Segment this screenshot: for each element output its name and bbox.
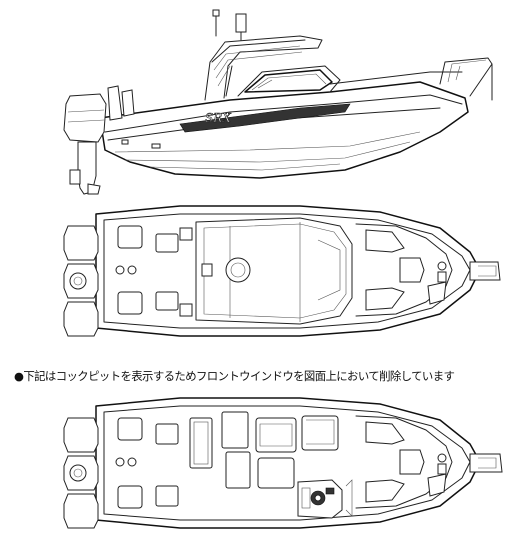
cockpit-interior bbox=[189, 411, 353, 519]
top-view-with-windshield bbox=[63, 205, 501, 337]
outboard-engines-plan-1 bbox=[63, 225, 99, 337]
side-profile-view: SRX bbox=[63, 9, 493, 195]
hull-graphic-stripe bbox=[179, 103, 351, 133]
drawing-note-caption: ●下記はコックピットを表示するためフロントウインドウを図面上において削除していま… bbox=[14, 369, 455, 383]
outboard-engine bbox=[63, 93, 107, 195]
outboard-engines-plan-2 bbox=[63, 417, 99, 529]
top-view-without-windshield bbox=[63, 397, 503, 529]
windshield bbox=[237, 65, 341, 97]
t-top-arch bbox=[204, 35, 323, 101]
hull-outline bbox=[99, 81, 469, 179]
t-top-canopy-plan bbox=[195, 217, 353, 325]
hull-logo: SRX bbox=[205, 111, 231, 125]
bow-rail bbox=[329, 71, 463, 85]
